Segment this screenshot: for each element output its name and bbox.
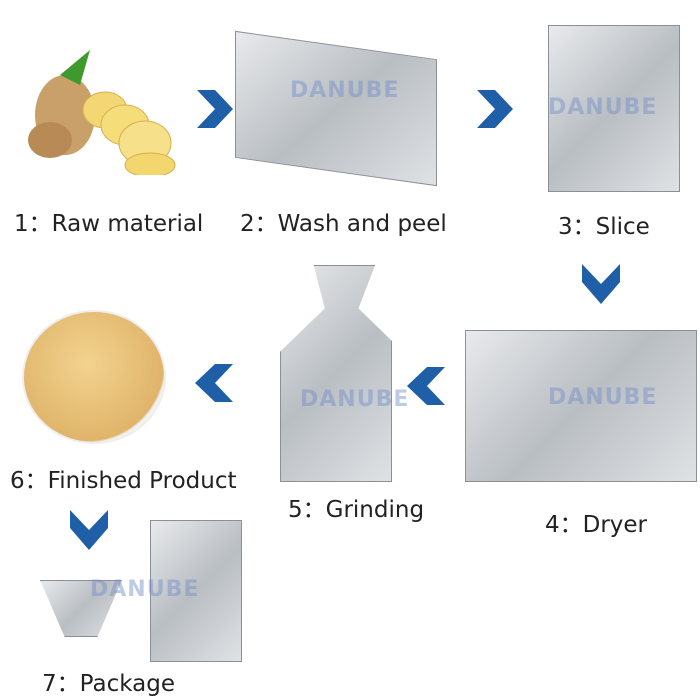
watermark-logo: DANUBE: [548, 385, 658, 410]
arrow-right-icon: [197, 90, 233, 128]
step-1-label: 1：Raw material: [14, 211, 204, 237]
arrow-down-icon: [70, 510, 108, 550]
dryer-machine-image: [465, 330, 697, 482]
watermark-logo: DANUBE: [290, 78, 400, 103]
step-4-label: 4：Dryer: [545, 512, 648, 538]
step-2-label: 2：Wash and peel: [240, 211, 447, 237]
watermark-logo: DANUBE: [90, 577, 200, 602]
grinder-machine-image: [280, 265, 392, 482]
ginger-powder-image: [22, 310, 166, 444]
arrow-left-icon: [407, 367, 445, 405]
arrow-down-icon: [582, 264, 620, 304]
wash-peel-machine-image: [235, 30, 437, 187]
step-3-label: 3：Slice: [558, 214, 650, 240]
ginger-illustration: [28, 50, 176, 178]
step-7-label: 7：Package: [42, 671, 175, 697]
step-6-label: 6：Finished Product: [10, 468, 237, 494]
watermark-logo: DANUBE: [300, 387, 410, 412]
step-5-label: 5：Grinding: [288, 497, 425, 523]
slicer-machine-image: [548, 25, 680, 192]
packaging-machine-image: [150, 520, 242, 662]
arrow-left-icon: [195, 364, 233, 402]
raw-ginger-image: [20, 45, 180, 178]
watermark-logo: DANUBE: [548, 95, 658, 120]
arrow-right-icon: [477, 90, 513, 128]
